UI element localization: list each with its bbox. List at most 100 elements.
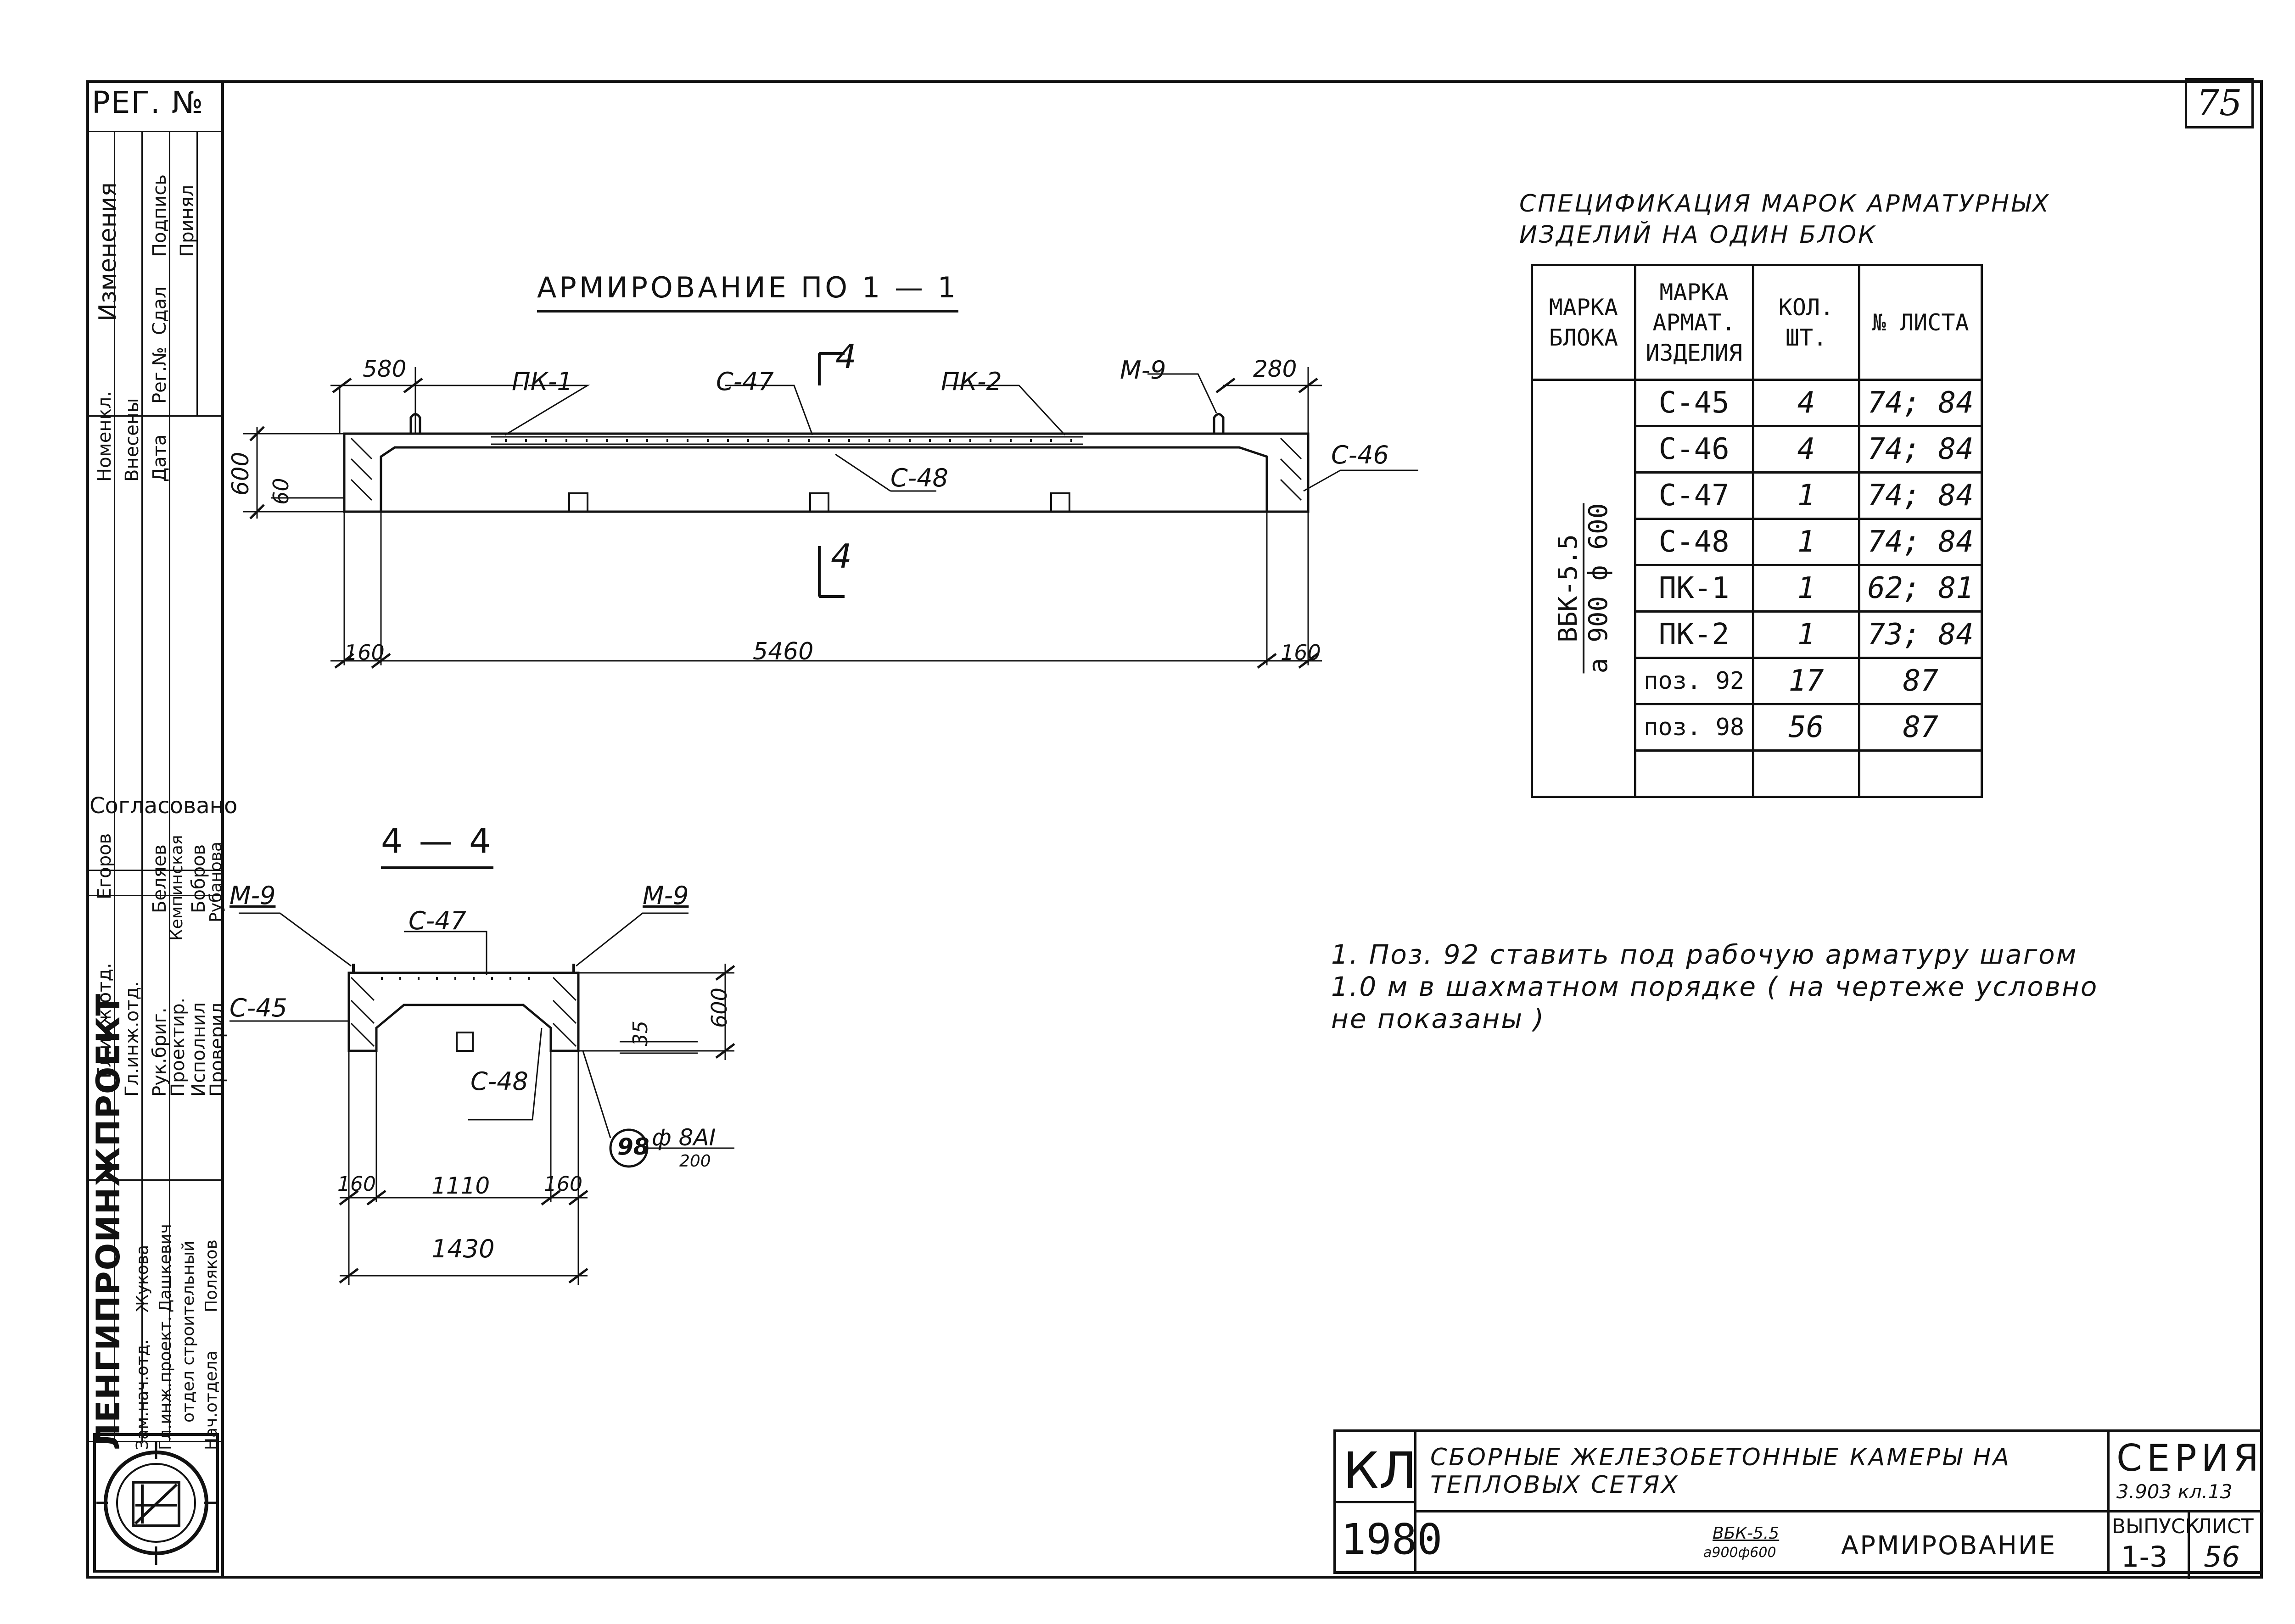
title-year: 1980 <box>1341 1515 1443 1564</box>
dim-160-right: 160 <box>1281 640 1321 665</box>
dim-160-left: 160 <box>344 640 385 665</box>
dim-160-left-section: 160 <box>337 1172 376 1196</box>
spec-header-sheet: № ЛИСТА <box>1858 264 1983 381</box>
title-code: КЛ <box>1343 1441 1417 1500</box>
section-mark-4-top: 4 <box>835 337 856 376</box>
label-m9-right: М-9 <box>643 881 689 910</box>
label-c46: С-46 <box>1331 441 1389 469</box>
section-4-4-title-text: 4 — 4 <box>381 821 494 861</box>
dept-name-0: Жукова <box>133 1245 152 1312</box>
row-3-qty: 1 <box>1752 518 1861 566</box>
dim-160-right-section: 160 <box>544 1172 582 1196</box>
label-m9-left: М-9 <box>230 881 276 910</box>
spec-title-line1: СПЕЦИФИКАЦИЯ МАРОК АРМАТУРНЫХ <box>1519 190 2051 218</box>
table-row: С-46 4 74; 84 <box>1532 425 1983 474</box>
row-7-qty: 56 <box>1752 703 1861 752</box>
channel-outline <box>347 971 580 1052</box>
row-2-mark: С-47 <box>1634 471 1754 520</box>
row-0-sheet: 74; 84 <box>1858 379 1983 427</box>
dim-60: 60 <box>269 478 293 505</box>
name-1: Кемпинская <box>168 835 186 941</box>
sheet-block-mark: ВБК-5.5 <box>1713 1524 1780 1543</box>
registration-label: РЕГ. № <box>92 85 204 120</box>
role-4: Проверил <box>207 1002 228 1097</box>
sheet-value: 56 <box>2204 1540 2240 1574</box>
rebar-step: 200 <box>679 1152 711 1171</box>
table-row: поз. 92 17 87 <box>1532 657 1983 705</box>
lifting-loop-right <box>1213 413 1225 434</box>
changes-row-3: Рег.№ <box>149 346 170 404</box>
issue-value: 1-3 <box>2121 1540 2168 1574</box>
row-0-mark: С-45 <box>1634 379 1754 427</box>
row-0-qty: 4 <box>1752 379 1861 427</box>
label-pk2: ПК-2 <box>941 367 1002 396</box>
dim-1430: 1430 <box>431 1234 495 1263</box>
block-mark-cell: ВБК-5.5 а 900 ф 600 <box>1531 379 1636 798</box>
block-mark-sub: а 900 ф 600 <box>1582 503 1613 674</box>
page-number: 75 <box>2185 78 2254 128</box>
label-c48-section: С-48 <box>470 1067 528 1096</box>
table-row: ПК-2 1 73; 84 <box>1532 610 1983 659</box>
section-1-1-drawing <box>243 352 1418 669</box>
block-mark-label: ВБК-5.5 а 900 ф 600 <box>1553 503 1613 674</box>
dim-600-left: 600 <box>227 452 254 496</box>
label-m9: М-9 <box>1120 356 1166 385</box>
title-line2: ТЕПЛОВЫХ СЕТЯХ <box>1430 1471 1679 1499</box>
row-3-sheet: 74; 84 <box>1858 518 1983 566</box>
row-4-mark: ПК-1 <box>1634 564 1754 613</box>
section-1-1-title: АРМИРОВАНИЕ ПО 1 — 1 <box>537 271 959 313</box>
outer-frame <box>86 80 2263 1579</box>
series-label: СЕРИЯ <box>2116 1437 2264 1479</box>
empty-cell <box>1634 749 1754 798</box>
block-mark: ВБК-5.5 <box>1553 534 1583 643</box>
row-2-qty: 1 <box>1752 471 1861 520</box>
row-6-qty: 17 <box>1752 657 1861 705</box>
spec-title-line2: ИЗДЕЛИЙ НА ОДИН БЛОК <box>1519 221 1877 249</box>
changes-row-5: Подпись <box>149 174 170 257</box>
row-5-qty: 1 <box>1752 610 1861 659</box>
table-row: поз. 98 56 87 <box>1532 703 1983 752</box>
dept-name-2: Поляков <box>202 1239 221 1312</box>
spec-header-block: МАРКА БЛОКА <box>1531 264 1636 381</box>
dept-name-1: Дашкевич <box>156 1224 175 1312</box>
position-98: 98 <box>617 1133 649 1160</box>
name-3: Рубанова <box>207 841 225 922</box>
sheet-label: ЛИСТ <box>2197 1515 2254 1538</box>
spec-header-mark: МАРКА АРМАТ. ИЗДЕЛИЯ <box>1634 264 1754 381</box>
empty-cell <box>1752 749 1861 798</box>
changes-header: Изменения <box>94 182 122 321</box>
dim-600-section: 600 <box>707 988 732 1028</box>
dim-580: 580 <box>363 356 407 382</box>
row-5-sheet: 73; 84 <box>1858 610 1983 659</box>
issue-label: ВЫПУСК <box>2112 1515 2200 1538</box>
row-1-qty: 4 <box>1752 425 1861 474</box>
row-4-sheet: 62; 81 <box>1858 564 1983 613</box>
top-reinforcement <box>491 436 1083 445</box>
row-2-sheet: 74; 84 <box>1858 471 1983 520</box>
label-c47-section: С-47 <box>409 906 466 935</box>
dept-row-1: Гл.инж.проект. <box>156 1316 175 1450</box>
row-3-mark: С-48 <box>1634 518 1754 566</box>
drawing-note: 1. Поз. 92 ставить под рабочую арматуру … <box>1331 939 2099 1034</box>
spec-title: СПЕЦИФИКАЦИЯ МАРОК АРМАТУРНЫХ ИЗДЕЛИЙ НА… <box>1519 188 2050 251</box>
spec-header-qty: КОЛ. ШТ. <box>1752 264 1861 381</box>
table-row: С-48 1 74; 84 <box>1532 518 1983 566</box>
changes-row-4: Сдал <box>149 286 170 335</box>
title-line1: СБОРНЫЕ ЖЕЛЕЗОБЕТОННЫЕ КАМЕРЫ НА <box>1430 1444 2011 1471</box>
section-4-4-drawing <box>230 912 735 1285</box>
row-7-mark: поз. 98 <box>1634 703 1754 752</box>
row-6-sheet: 87 <box>1858 657 1983 705</box>
dept-caption: отдел строительный <box>179 1240 198 1423</box>
dim-35: 35 <box>629 1021 652 1046</box>
label-c45: С-45 <box>230 993 287 1022</box>
beam-outline <box>343 432 1310 513</box>
organization-name: ЛЕНГИПРОИНЖПРОЕКТ <box>90 993 127 1450</box>
dim-5460: 5460 <box>753 638 814 665</box>
row-5-mark: ПК-2 <box>1634 610 1754 659</box>
table-row: ВБК-5.5 а 900 ф 600 С-45 4 74; 84 <box>1531 379 1983 798</box>
section-1-1-title-text: АРМИРОВАНИЕ ПО 1 — 1 <box>537 271 959 304</box>
changes-row-1: Внесены <box>122 398 143 482</box>
sheet-block-sub: а900ф600 <box>1703 1545 1776 1561</box>
dim-280: 280 <box>1253 356 1297 382</box>
